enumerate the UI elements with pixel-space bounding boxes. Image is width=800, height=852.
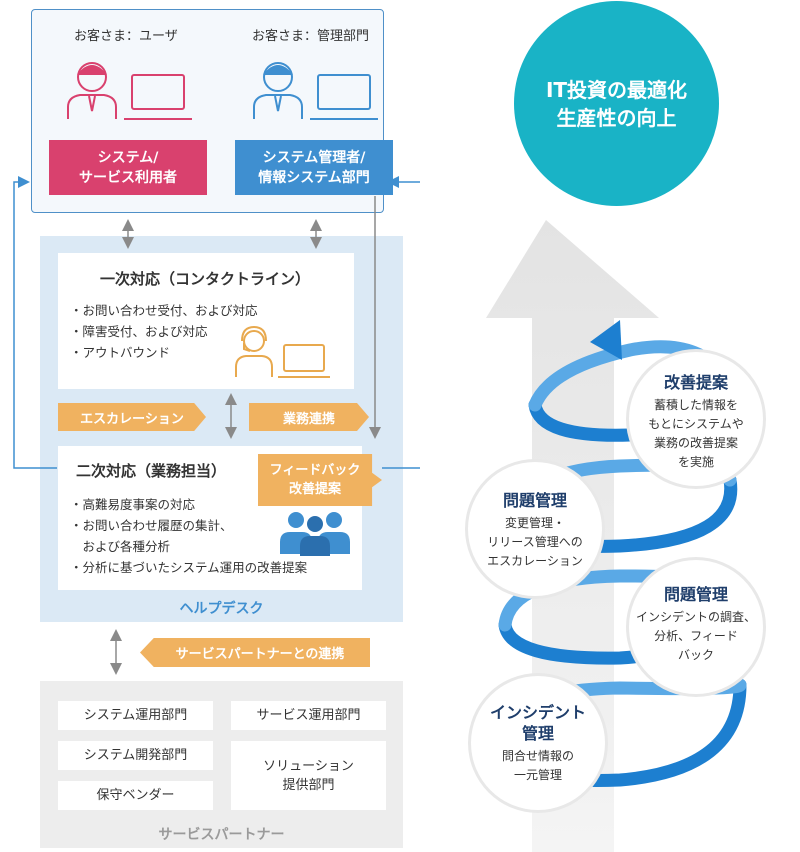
first-line-item: ・障害受付、および対応: [70, 324, 208, 339]
stage-problem-a-circle: 問題管理 インシデントの調査、 分析、フィード バック: [629, 560, 763, 694]
partner-system-dev: システム開発部門: [58, 741, 213, 770]
first-line-list: ・お問い合わせ受付、および対応 ・障害受付、および対応 ・アウトバウンド: [70, 300, 258, 363]
operator-headset-pc-icon: [235, 325, 330, 378]
stage-improve-desc-line: を実施: [677, 455, 714, 469]
feedback-tag: フィードバック 改善提案: [258, 454, 382, 506]
stage-incident-circle: インシデント 管理 問合せ情報の 一元管理: [471, 676, 605, 810]
partner-maintenance-vendor: 保守ベンダー: [58, 781, 213, 810]
stage-problem-a-desc: インシデントの調査、 分析、フィード バック: [629, 608, 763, 665]
stage-problem-b-desc: 変更管理・ リリース管理への エスカレーション: [468, 514, 602, 571]
partner-service-ops: サービス運用部門: [231, 701, 386, 730]
stage-problem-b-desc-line: 変更管理・: [504, 516, 565, 530]
goal-line2: 生産性の向上: [556, 105, 677, 130]
stage-incident-desc-line: 問合せ情報の: [501, 749, 574, 763]
second-line-item: ・高難易度事案の対応: [70, 497, 196, 512]
second-line-item: ・分析に基づいたシステム運用の改善提案: [70, 560, 308, 575]
stage-improve-title: 改善提案: [663, 373, 728, 392]
second-line-list: ・高難易度事案の対応 ・お問い合わせ履歴の集計、 および各種分析 ・分析に基づい…: [70, 494, 307, 578]
user-person-pc-icon: [67, 62, 192, 120]
stage-incident-desc-line: 一元管理: [513, 768, 562, 782]
stage-improve-desc-line: 蓄積した情報を: [653, 398, 738, 412]
stage-improve-desc-line: 業務の改善提案: [653, 436, 738, 450]
business-link-tag: 業務連携: [249, 403, 369, 431]
feedback-line1: フィードバック: [269, 463, 361, 478]
second-line-item: および各種分析: [70, 539, 171, 554]
stage-problem-b-circle: 問題管理 変更管理・ リリース管理への エスカレーション: [468, 462, 602, 596]
second-line-title: 二次対応（業務担当）: [76, 462, 227, 480]
stage-improve-desc: 蓄積した情報を もとにシステムや 業務の改善提案 を実施: [629, 396, 763, 472]
user-role-line2: サービス利用者: [79, 169, 177, 186]
admin-role-line2: 情報システム部門: [258, 169, 370, 186]
customer-admin-label: お客さま：管理部門: [252, 29, 370, 44]
partner-solution-line2: 提供部門: [282, 777, 335, 793]
stage-problem-a-desc-line: インシデントの調査、: [635, 610, 756, 624]
admin-person-pc-icon: [253, 62, 378, 120]
connector-lines: [13, 176, 420, 675]
service-partner-label: サービスパートナー: [158, 827, 285, 843]
stage-problem-a-desc-line: 分析、フィード: [654, 629, 738, 643]
stage-problem-b-title: 問題管理: [502, 491, 567, 510]
stage-incident-title2: 管理: [521, 724, 554, 743]
first-line-card: [58, 253, 354, 389]
goal-line1: IT投資の最適化: [545, 77, 688, 102]
admin-role-box: システム管理者/ 情報システム部門: [235, 140, 393, 195]
stage-incident-desc: 問合せ情報の 一元管理: [471, 747, 605, 785]
partner-link-tag: サービスパートナーとの連携: [140, 638, 370, 667]
user-role-box: システム/ サービス利用者: [49, 140, 207, 195]
stage-problem-b-desc-line: エスカレーション: [487, 554, 583, 568]
escalation-tag: エスカレーション: [58, 403, 206, 431]
helpdesk-label: ヘルプデスク: [179, 601, 264, 617]
first-line-item: ・お問い合わせ受付、および対応: [70, 303, 258, 318]
user-role-line1: システム/: [97, 149, 159, 166]
stage-problem-a-title: 問題管理: [663, 585, 728, 604]
partner-system-ops: システム運用部門: [58, 701, 213, 730]
feedback-line2: 改善提案: [288, 482, 341, 497]
second-line-item: ・お問い合わせ履歴の集計、: [70, 518, 233, 533]
stage-problem-a-desc-line: バック: [677, 648, 714, 662]
admin-role-line1: システム管理者/: [262, 149, 366, 166]
partner-solution: ソリューション 提供部門: [231, 741, 386, 810]
stage-improve-desc-line: もとにシステムや: [648, 417, 744, 431]
first-line-item: ・アウトバウンド: [70, 345, 171, 360]
stage-problem-b-desc-line: リリース管理への: [487, 535, 583, 549]
stage-improve-circle: 改善提案 蓄積した情報を もとにシステムや 業務の改善提案 を実施: [629, 352, 763, 486]
team-people-icon: [280, 512, 350, 556]
customer-user-label: お客さま：ユーザ: [74, 29, 178, 44]
goal-circle: IT投資の最適化 生産性の向上: [514, 1, 719, 206]
partner-solution-line1: ソリューション: [263, 758, 354, 774]
stage-incident-title1: インシデント: [489, 703, 586, 722]
first-line-title: 一次対応（コンタクトライン）: [100, 270, 311, 288]
